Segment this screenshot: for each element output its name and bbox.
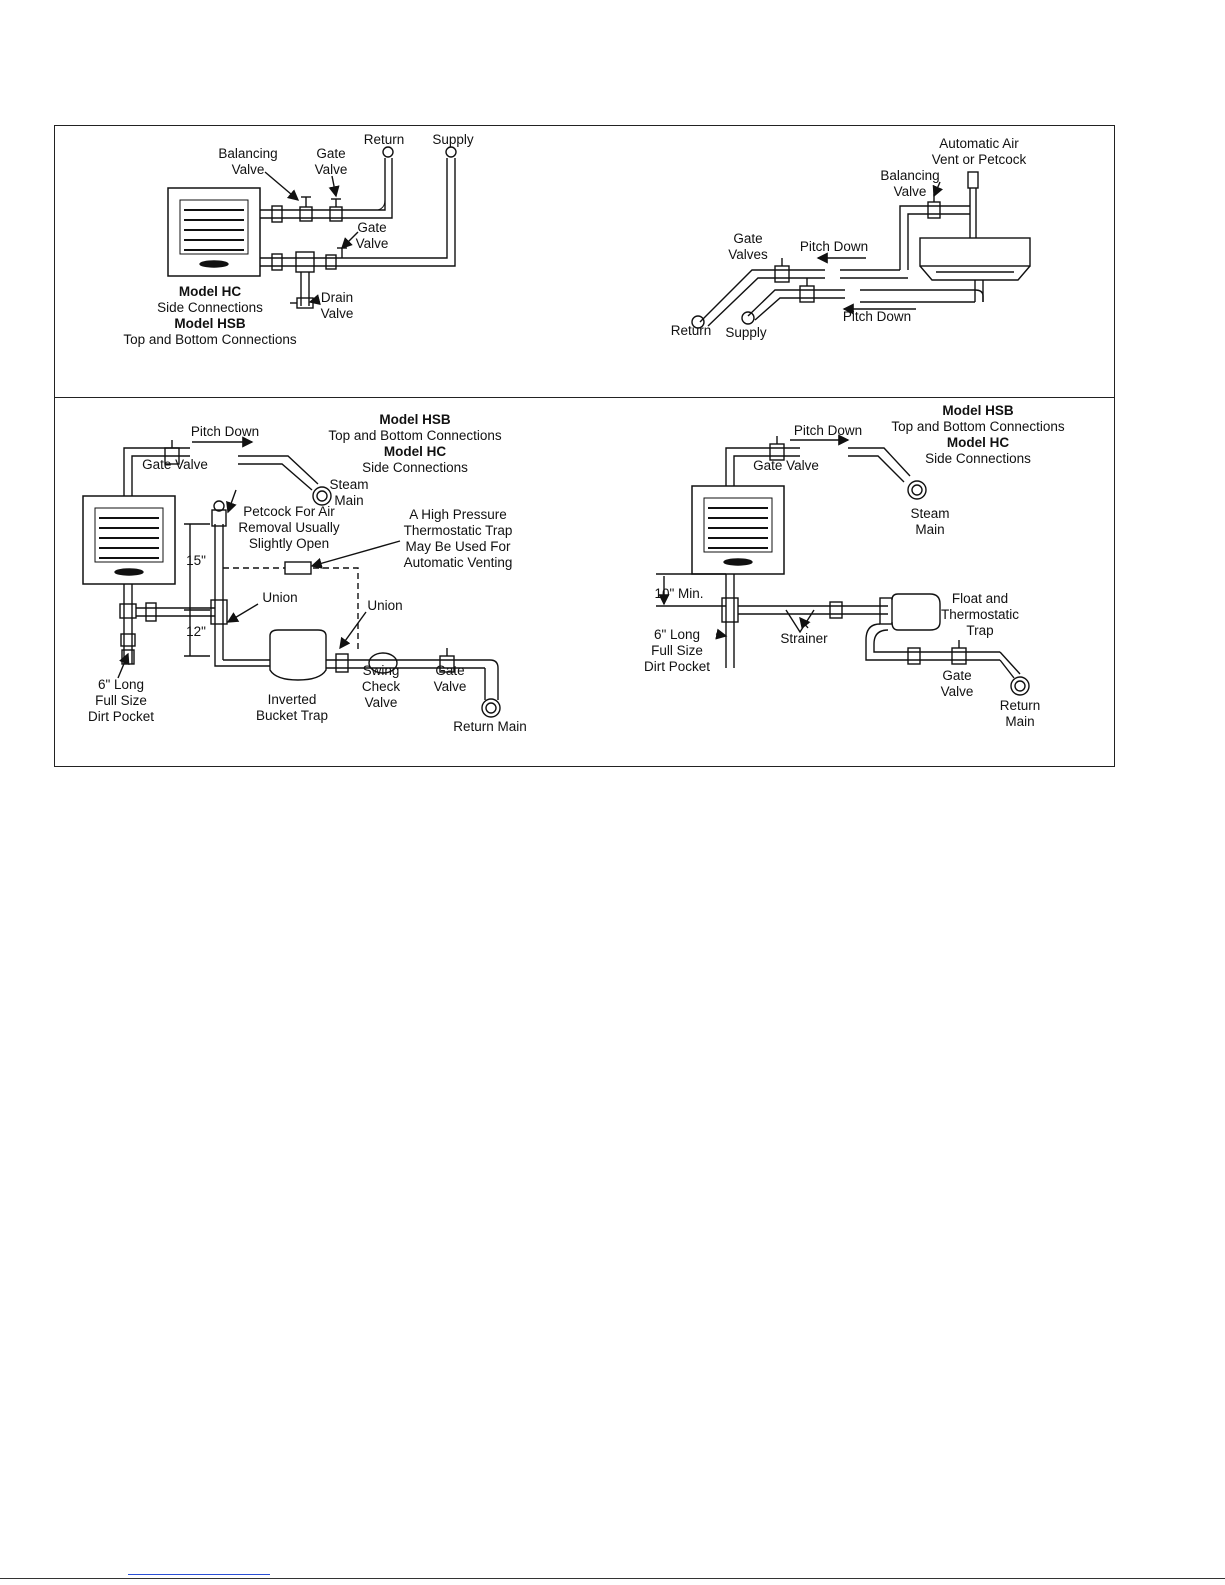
tr-pitch-down-top-label: Pitch Down bbox=[799, 239, 869, 254]
page-bottom-link-underline bbox=[128, 1574, 270, 1575]
br-caption: Model HSB Top and Bottom Connections Mod… bbox=[891, 403, 1065, 466]
br-strainer-label: Strainer bbox=[780, 631, 828, 646]
bl-dim-12-label: 12" bbox=[186, 624, 206, 639]
bl-gate-valve-label: Gate Valve bbox=[142, 457, 208, 472]
bl-union-right-label: Union bbox=[367, 598, 403, 613]
panel-divider bbox=[54, 397, 1115, 398]
bl-dim-15-label: 15" bbox=[186, 553, 206, 568]
tl-caption: Model HC Side Connections Model HSB Top … bbox=[123, 284, 297, 347]
bl-union-left-label: Union bbox=[262, 590, 298, 605]
tr-return-label: Return bbox=[670, 323, 712, 338]
tl-return-label: Return bbox=[363, 132, 405, 147]
heater-unit bbox=[82, 495, 176, 585]
figure-frame bbox=[54, 125, 1115, 767]
heater-unit bbox=[167, 187, 261, 277]
heater-unit bbox=[691, 485, 785, 575]
bl-caption: Model HSB Top and Bottom Connections Mod… bbox=[328, 412, 502, 475]
page-bottom-rule bbox=[0, 1578, 1225, 1579]
bl-return-main-label: Return Main bbox=[453, 719, 527, 734]
br-pitch-down-label: Pitch Down bbox=[793, 423, 863, 438]
tr-pitch-down-bottom-label: Pitch Down bbox=[842, 309, 912, 324]
br-dim-10-label: 10" Min. bbox=[654, 586, 704, 601]
bl-pitch-down-label: Pitch Down bbox=[190, 424, 260, 439]
br-gate-valve-label: Gate Valve bbox=[753, 458, 819, 473]
tr-supply-label: Supply bbox=[725, 325, 767, 340]
tl-supply-label: Supply bbox=[432, 132, 474, 147]
